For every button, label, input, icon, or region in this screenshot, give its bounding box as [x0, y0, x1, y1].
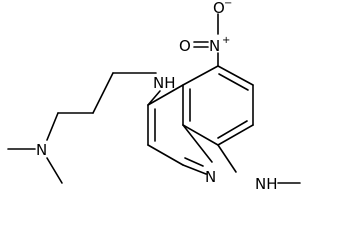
nitro-o-left-label: O — [179, 37, 191, 55]
bond-c4a-c4 — [147, 84, 184, 106]
amine-n8-label: NH — [255, 175, 278, 192]
bond-c2-n1 — [182, 164, 207, 175]
bond-c7-c8-inner — [217, 120, 248, 139]
structure-svg: O − N + O NH N N NH — [7, 0, 301, 192]
nitro-o-top-charge: − — [224, 0, 232, 9]
bonds — [7, 13, 301, 184]
molecule-diagram: O − N + O NH N N NH — [7, 0, 301, 192]
bond-c7-c8 — [217, 124, 254, 146]
bond-n1-c8a — [182, 124, 213, 163]
bond-c5-c6-inner — [218, 73, 249, 91]
bond-c2-n1-inner — [184, 157, 204, 167]
nitro-n-charge: + — [222, 35, 230, 46]
bond-c8-nh — [217, 144, 237, 173]
bond-c4-nh — [147, 90, 161, 106]
bond-nme2-me-down — [46, 157, 63, 184]
bond-ch2-a-ch2-b — [92, 72, 114, 114]
amine-n4-label: NH — [153, 74, 176, 92]
nitro-n-label: N — [209, 37, 220, 55]
bond-c3-c2 — [147, 144, 184, 166]
ring-n-label: N — [205, 168, 216, 186]
bond-c4a-c5 — [182, 65, 219, 86]
bond-c8-c8a — [182, 124, 219, 146]
bond-ch2-c-nme2 — [46, 112, 59, 141]
dimethylamino-n-label: N — [36, 141, 47, 159]
nitro-o-top-label: O — [213, 0, 225, 17]
bond-c5-c6 — [217, 65, 254, 86]
atom-labels: O − N + O NH N N NH — [36, 0, 278, 192]
